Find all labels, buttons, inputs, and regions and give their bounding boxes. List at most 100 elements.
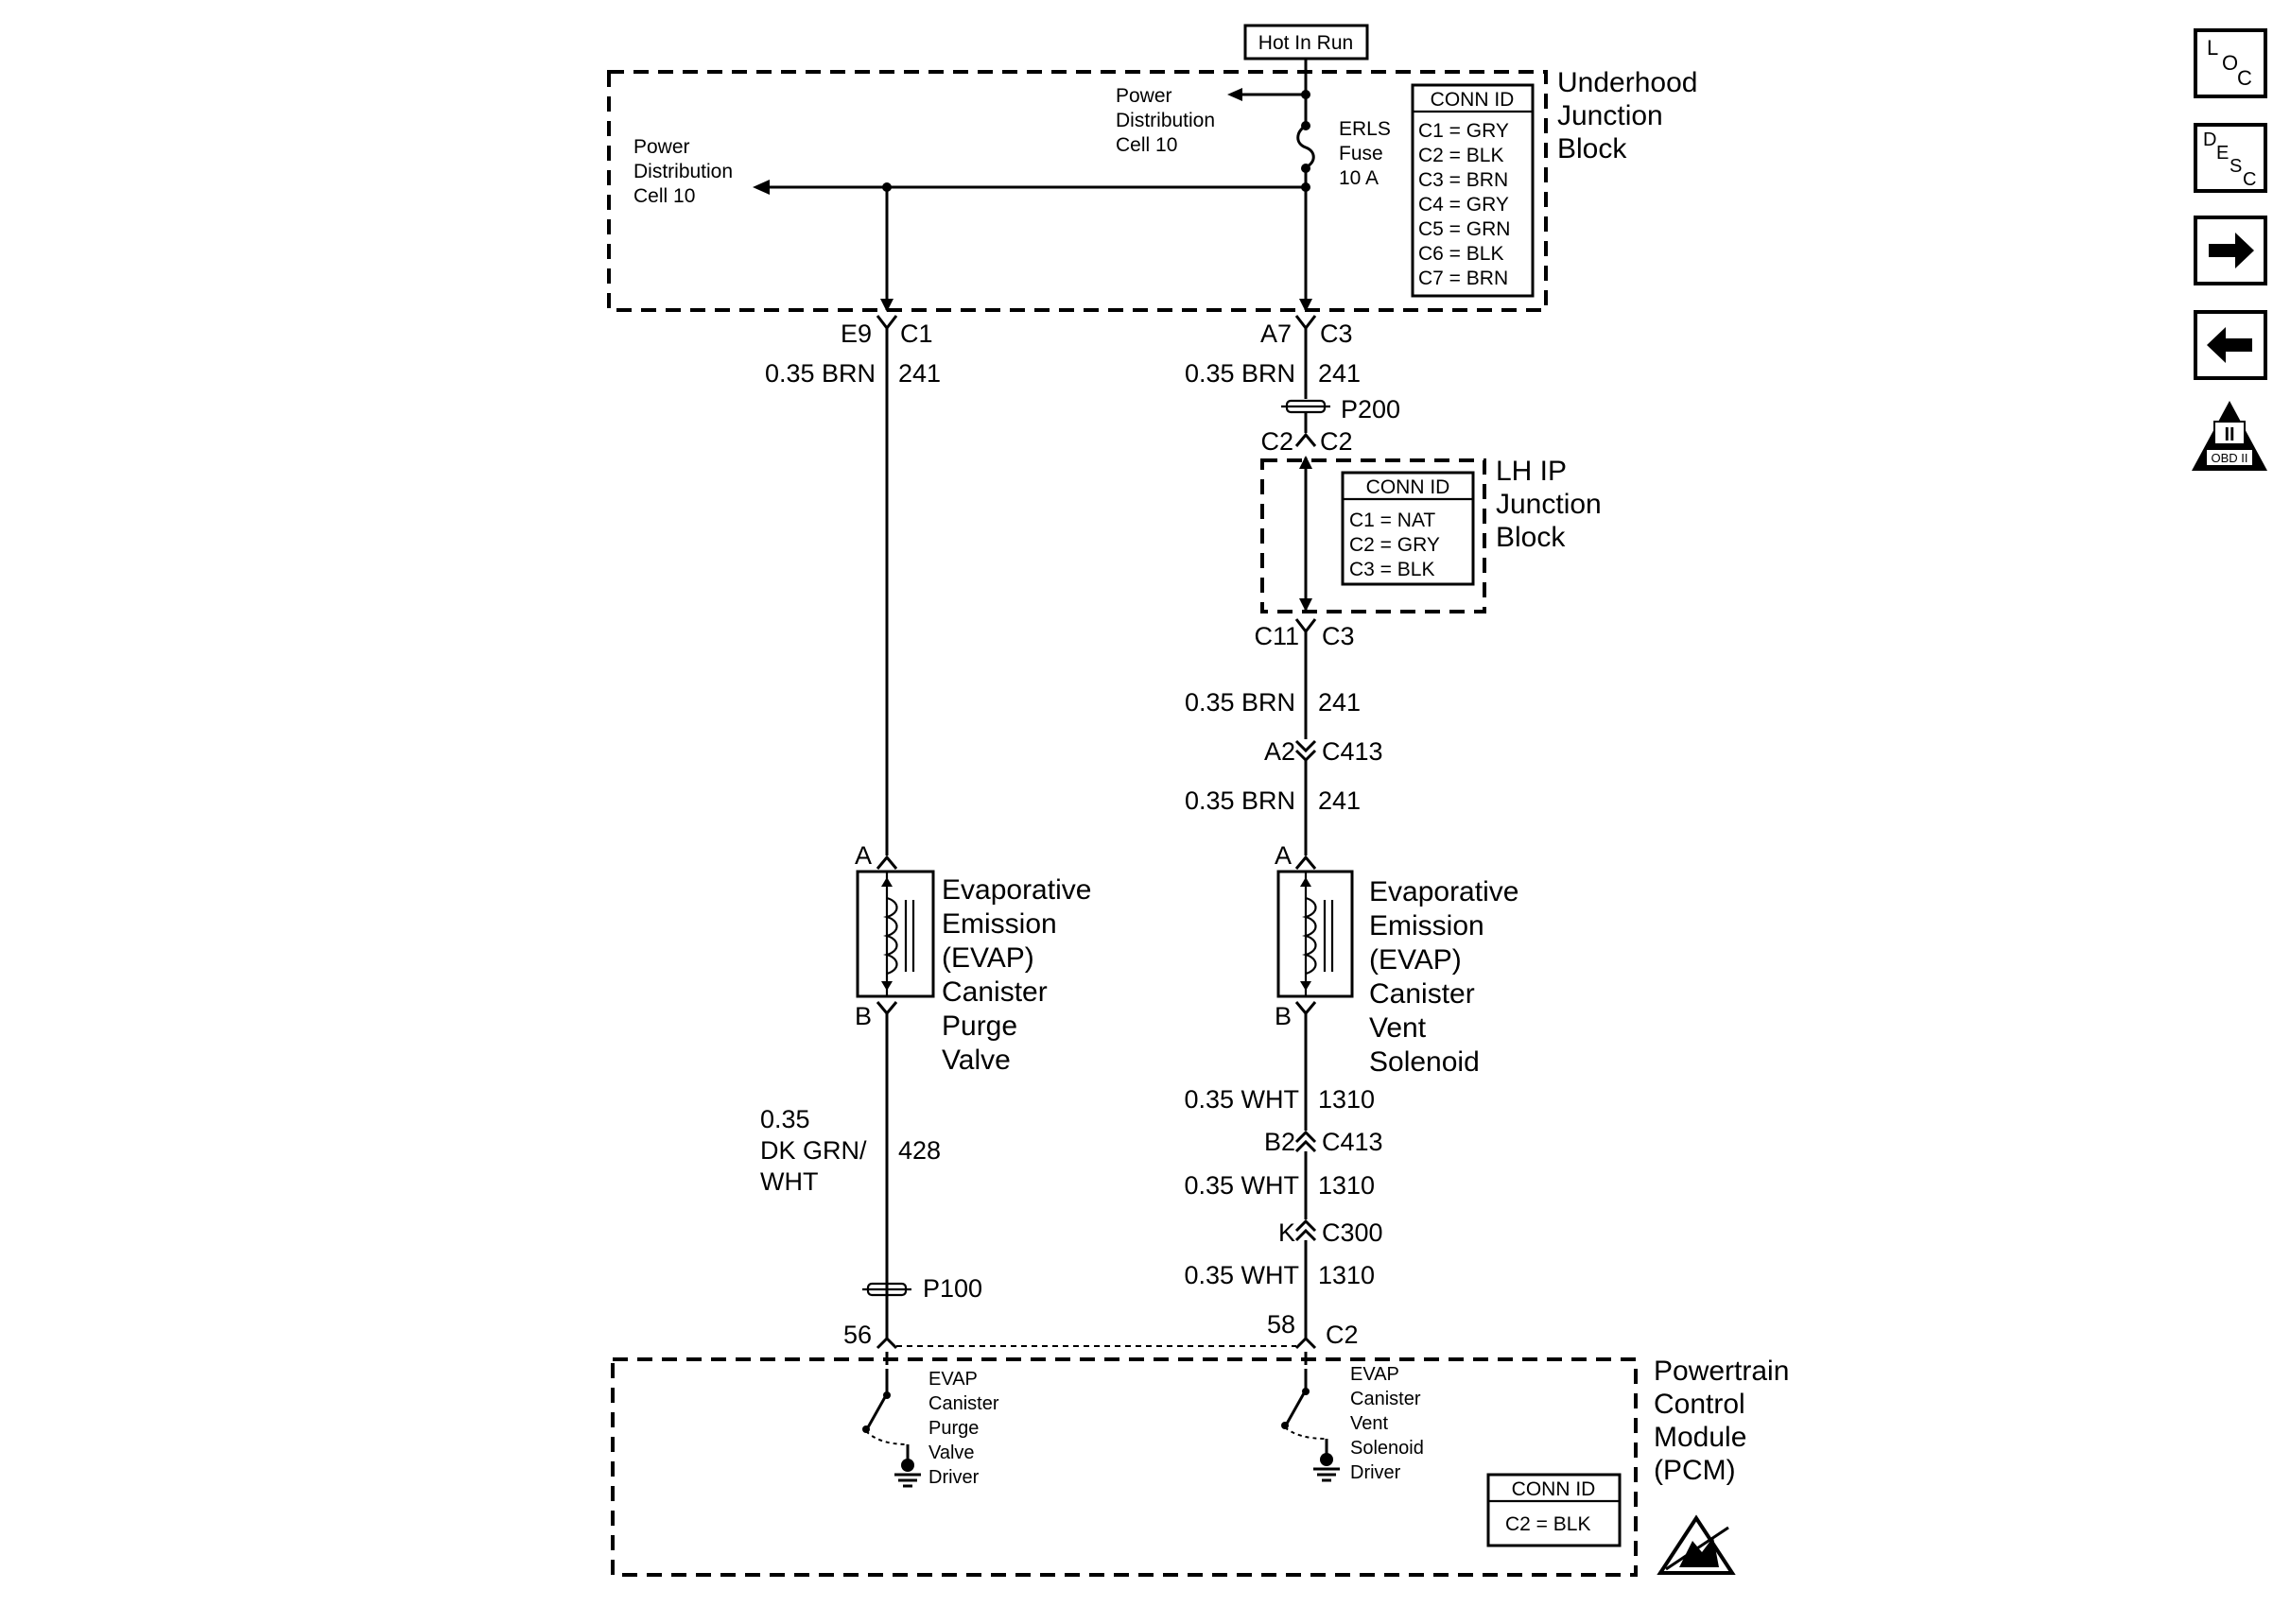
pcm-module: Powertrain Control Module (PCM) — [611, 1356, 1789, 1577]
left-conn-c1: C1 — [900, 320, 933, 348]
right-wire3-color: 0.35 BRN — [1185, 786, 1295, 815]
svg-text:C: C — [2243, 169, 2256, 190]
svg-text:C2 = BLK: C2 = BLK — [1505, 1513, 1590, 1535]
right-wire5-circuit: 1310 — [1318, 1171, 1375, 1200]
fuse-feed-wire — [1296, 59, 1315, 312]
right-circuit-wire — [1281, 315, 1330, 870]
svg-text:Fuse: Fuse — [1339, 143, 1383, 164]
evap-vent-solenoid-symbol — [1276, 870, 1354, 998]
svg-text:C: C — [2237, 66, 2252, 90]
svg-text:C3 = BLK: C3 = BLK — [1349, 559, 1434, 580]
svg-text:Driver: Driver — [1350, 1462, 1401, 1483]
svg-text:Canister: Canister — [1350, 1389, 1421, 1409]
left-component-label: Evaporative Emission (EVAP) Canister Pur… — [942, 874, 1091, 1076]
svg-text:Module: Module — [1654, 1422, 1746, 1453]
purge-valve-driver-label: EVAP Canister Purge Valve Driver — [928, 1369, 999, 1488]
right-wire5-color: 0.35 WHT — [1184, 1171, 1299, 1200]
svg-text:WHT: WHT — [760, 1167, 818, 1196]
svg-text:CONN ID: CONN ID — [1512, 1478, 1596, 1500]
svg-text:C3 = BRN: C3 = BRN — [1418, 169, 1508, 191]
right-component-label: Evaporative Emission (EVAP) Canister Ven… — [1369, 876, 1518, 1078]
left-wire1-circuit: 241 — [898, 359, 941, 388]
svg-text:Emission: Emission — [942, 908, 1057, 940]
svg-text:Purge: Purge — [942, 1011, 1017, 1042]
svg-text:Distribution: Distribution — [633, 161, 733, 182]
right-wire1-circuit: 241 — [1318, 359, 1361, 388]
location-button[interactable]: L O C — [2194, 28, 2267, 98]
power-distribution-left: Power Distribution Cell 10 — [633, 136, 1306, 207]
svg-text:C7 = BRN: C7 = BRN — [1418, 268, 1508, 289]
svg-text:ERLS: ERLS — [1339, 118, 1391, 140]
svg-text:Powertrain: Powertrain — [1654, 1356, 1789, 1387]
right-pcm-pin-58: 58 — [1267, 1310, 1295, 1339]
svg-text:Block: Block — [1496, 522, 1566, 553]
svg-text:C1 = NAT: C1 = NAT — [1349, 510, 1435, 531]
pcm-conn-id-table: CONN ID C2 = BLK — [1486, 1473, 1622, 1547]
arrow-left-icon — [2207, 327, 2252, 363]
svg-text:Vent: Vent — [1350, 1413, 1388, 1434]
splice-p200: P200 — [1341, 395, 1400, 423]
svg-text:Valve: Valve — [928, 1443, 975, 1463]
splice-p100: P100 — [923, 1274, 982, 1303]
svg-text:Evaporative: Evaporative — [942, 874, 1091, 906]
left-conn-e9: E9 — [841, 320, 872, 348]
svg-text:C6 = BLK: C6 = BLK — [1418, 243, 1503, 265]
previous-arrow-button[interactable] — [2194, 310, 2267, 380]
svg-text:0.35: 0.35 — [760, 1105, 810, 1133]
svg-text:O: O — [2222, 51, 2238, 75]
conn-c2-right: C2 — [1320, 427, 1353, 456]
obd-ii-button[interactable]: II OBD II — [2192, 401, 2267, 471]
underhood-junction-block: Underhood Junction Block — [607, 67, 1697, 312]
left-pin-b: B — [855, 1002, 872, 1030]
svg-text:Block: Block — [1557, 133, 1627, 164]
svg-text:C1 = GRY: C1 = GRY — [1418, 120, 1509, 142]
conn-b2: B2 — [1264, 1128, 1295, 1156]
svg-text:OBD II: OBD II — [2211, 451, 2247, 465]
svg-text:10 A: 10 A — [1339, 167, 1379, 189]
conn-k: K — [1278, 1218, 1295, 1247]
svg-text:Solenoid: Solenoid — [1350, 1438, 1424, 1459]
svg-text:C4 = GRY: C4 = GRY — [1418, 194, 1509, 216]
esd-warning-icon — [1657, 1514, 1736, 1575]
svg-text:EVAP: EVAP — [1350, 1364, 1399, 1385]
svg-text:(PCM): (PCM) — [1654, 1455, 1736, 1486]
left-wire1-color: 0.35 BRN — [765, 359, 876, 388]
power-distribution-top: Power Distribution Cell 10 — [1116, 85, 1306, 156]
right-wire4-color: 0.35 WHT — [1184, 1085, 1299, 1114]
svg-text:Junction: Junction — [1496, 489, 1602, 520]
conn-c11: C11 — [1254, 622, 1299, 650]
underhood-conn-id-table: CONN ID C1 = GRY C2 = BLK C3 = BRN C4 = … — [1411, 83, 1535, 298]
svg-text:Canister: Canister — [928, 1393, 999, 1414]
left-circuit-wire — [876, 187, 898, 870]
svg-text:(EVAP): (EVAP) — [1369, 944, 1462, 976]
right-conn-c3: C3 — [1320, 320, 1353, 348]
arrow-right-icon — [2209, 233, 2254, 268]
svg-text:C2 = GRY: C2 = GRY — [1349, 534, 1440, 556]
svg-text:Vent: Vent — [1369, 1012, 1427, 1044]
svg-text:Emission: Emission — [1369, 910, 1484, 942]
next-arrow-button[interactable] — [2194, 216, 2267, 285]
svg-text:Driver: Driver — [928, 1467, 980, 1488]
svg-text:E: E — [2216, 143, 2229, 164]
svg-text:C2 = BLK: C2 = BLK — [1418, 145, 1503, 166]
erls-fuse-label: ERLS Fuse 10 A — [1339, 118, 1391, 189]
svg-text:(EVAP): (EVAP) — [942, 942, 1034, 974]
svg-text:Cell 10: Cell 10 — [1116, 134, 1177, 156]
description-button[interactable]: D E S C — [2194, 123, 2267, 193]
conn-a2: A2 — [1264, 737, 1295, 766]
svg-text:Valve: Valve — [942, 1045, 1011, 1076]
conn-c11-c3: C3 — [1322, 622, 1355, 650]
svg-text:Power: Power — [1116, 85, 1172, 107]
right-lower-wire — [1294, 1001, 1317, 1350]
svg-text:Canister: Canister — [942, 976, 1048, 1008]
right-wire2-circuit: 241 — [1318, 688, 1361, 717]
svg-text:EVAP: EVAP — [928, 1369, 978, 1390]
right-conn-a7: A7 — [1260, 320, 1292, 348]
right-pin-a: A — [1275, 841, 1292, 870]
left-pin-a: A — [855, 841, 872, 870]
left-lower-wire — [862, 1001, 911, 1350]
svg-text:Control: Control — [1654, 1389, 1745, 1420]
conn-c2-left: C2 — [1260, 427, 1293, 456]
purge-valve-driver-switch — [862, 1352, 921, 1488]
